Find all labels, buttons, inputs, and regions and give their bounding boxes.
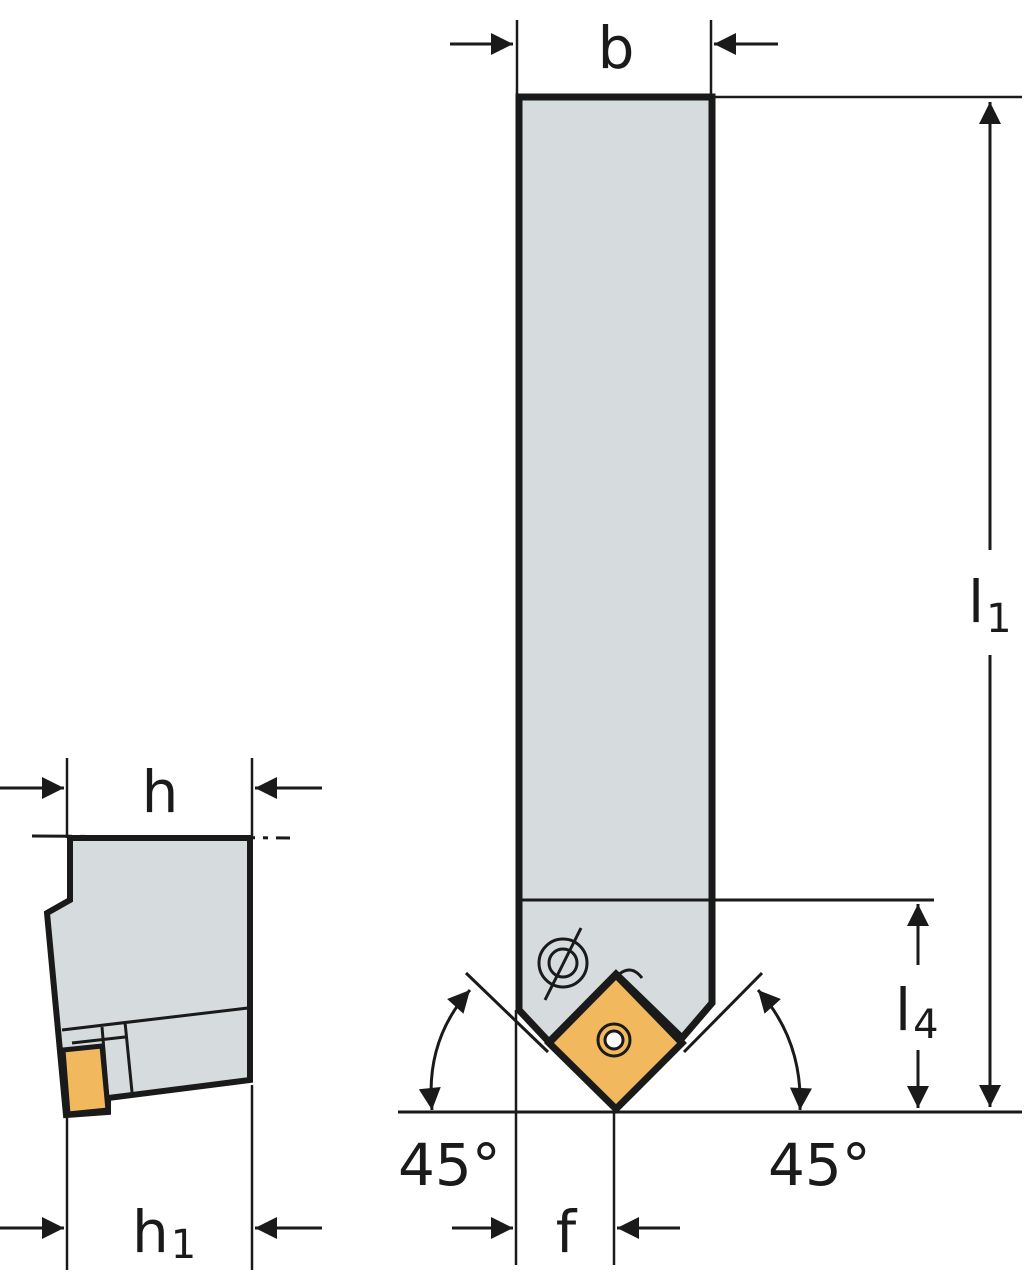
dimension-label-b: b [598, 14, 635, 82]
side-view-pocket [61, 1006, 249, 1099]
angle-arc-right [756, 988, 812, 1111]
top-view-insert [544, 969, 687, 1114]
dimension-label-l1: l1 [968, 568, 1012, 642]
side-view-center-line [31, 834, 291, 840]
angle-label-right: 45° [768, 1131, 871, 1199]
angle-label-left: 45° [398, 1131, 501, 1199]
dimension-label-h: h [142, 758, 179, 826]
dimension-label-l4: l4 [895, 976, 939, 1048]
top-view: b l1 l4 f 45° 45° [398, 14, 1022, 1266]
dimension-label-f: f [556, 1198, 578, 1266]
side-view: h h1 [0, 758, 322, 1270]
angle-arc-left [418, 988, 472, 1111]
dimension-label-h1: h1 [132, 1198, 196, 1268]
side-view-insert [60, 1043, 111, 1117]
